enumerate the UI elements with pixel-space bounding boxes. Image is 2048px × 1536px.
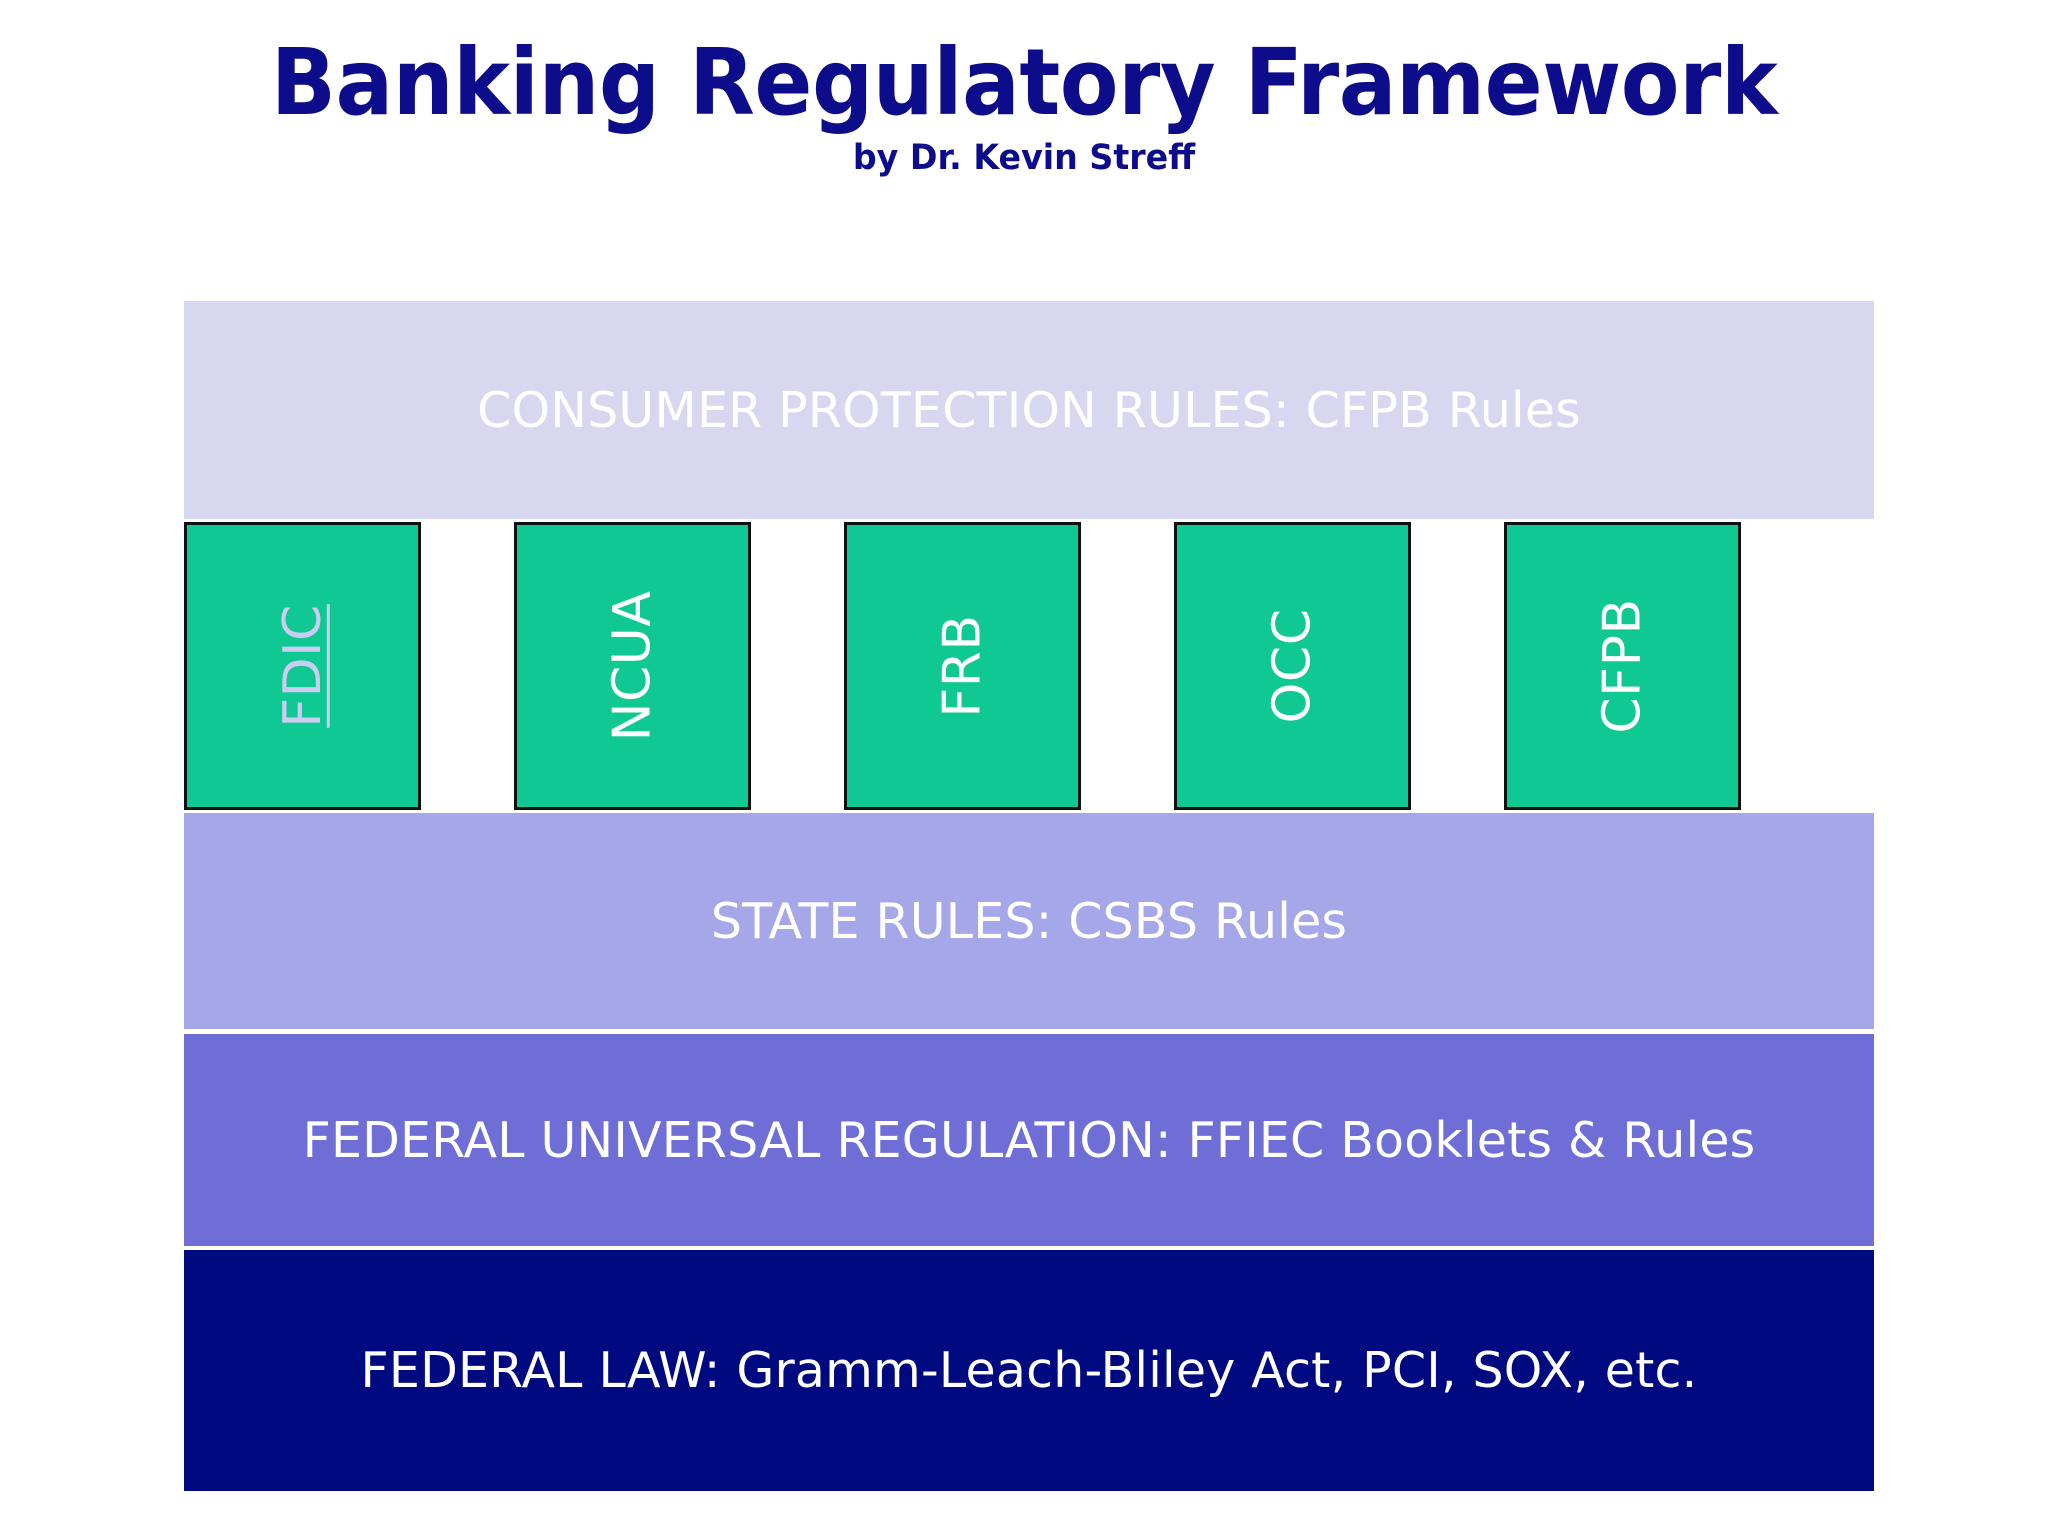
page-title: Banking Regulatory Framework xyxy=(270,29,1778,136)
agency-box-fdic[interactable]: FDIC xyxy=(184,522,421,810)
agency-box-occ[interactable]: OCC xyxy=(1174,522,1411,810)
layer-state-rules: STATE RULES: CSBS Rules xyxy=(184,813,1874,1029)
agency-box-ncua[interactable]: NCUA xyxy=(514,522,751,810)
layer-federal-law-label: FEDERAL LAW: Gramm-Leach-Bliley Act, PCI… xyxy=(360,1342,1698,1399)
agency-box-frb[interactable]: FRB xyxy=(844,522,1081,810)
layer-state-rules-label: STATE RULES: CSBS Rules xyxy=(710,892,1348,950)
layer-consumer-protection: CONSUMER PROTECTION RULES: CFPB Rules xyxy=(184,301,1874,519)
layer-consumer-protection-label: CONSUMER PROTECTION RULES: CFPB Rules xyxy=(477,381,1581,439)
agency-label-cfpb: CFPB xyxy=(1592,598,1653,734)
agency-box-cfpb[interactable]: CFPB xyxy=(1504,522,1741,810)
title-block: Banking Regulatory Framework by Dr. Kevi… xyxy=(0,36,2048,178)
agency-label-occ: OCC xyxy=(1262,608,1323,724)
agency-label-fdic[interactable]: FDIC xyxy=(272,604,333,728)
layer-federal-law: FEDERAL LAW: Gramm-Leach-Bliley Act, PCI… xyxy=(184,1250,1874,1491)
agency-boxes-row: FDIC NCUA FRB OCC CFPB xyxy=(184,522,1874,810)
layer-federal-universal-regulation-label: FEDERAL UNIVERSAL REGULATION: FFIEC Book… xyxy=(302,1111,1756,1169)
agency-label-ncua: NCUA xyxy=(602,590,663,742)
regulatory-framework-diagram: CONSUMER PROTECTION RULES: CFPB Rules FD… xyxy=(184,301,1874,1491)
agency-label-frb: FRB xyxy=(932,614,993,718)
layer-federal-universal-regulation: FEDERAL UNIVERSAL REGULATION: FFIEC Book… xyxy=(184,1034,1874,1246)
page-subtitle-author: by Dr. Kevin Streff xyxy=(852,137,1196,178)
